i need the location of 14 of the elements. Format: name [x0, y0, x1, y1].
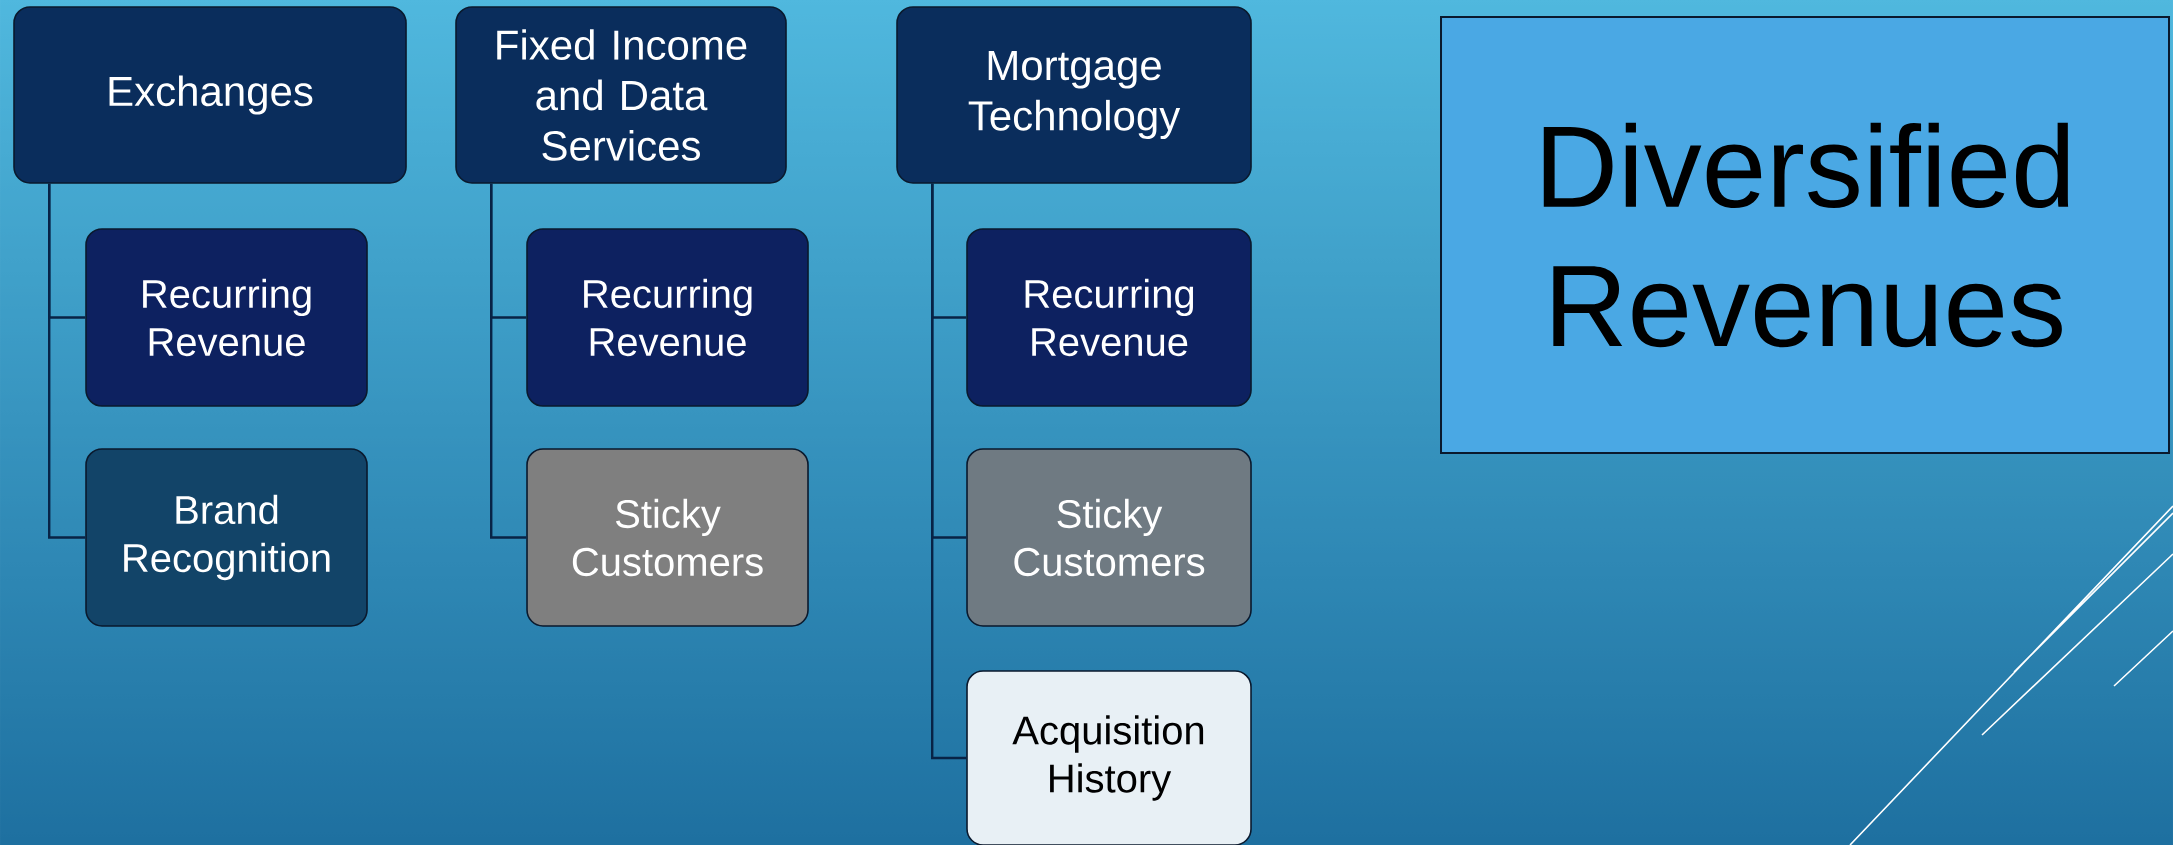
connector-line	[931, 183, 967, 760]
category-box: Fixed Income and Data Services	[455, 6, 787, 184]
item-box: Sticky Customers	[526, 448, 809, 627]
item-box: Recurring Revenue	[526, 228, 809, 407]
item-box: Sticky Customers	[966, 448, 1252, 627]
item-box: Recurring Revenue	[85, 228, 368, 407]
connector-line	[490, 183, 527, 539]
connector-line	[48, 183, 86, 539]
category-box: Exchanges	[13, 6, 407, 184]
item-box: Acquisition History	[966, 670, 1252, 845]
item-box: Brand Recognition	[85, 448, 368, 627]
title-box: Diversified Revenues	[1440, 16, 2170, 454]
category-box: Mortgage Technology	[896, 6, 1252, 184]
item-box: Recurring Revenue	[966, 228, 1252, 407]
